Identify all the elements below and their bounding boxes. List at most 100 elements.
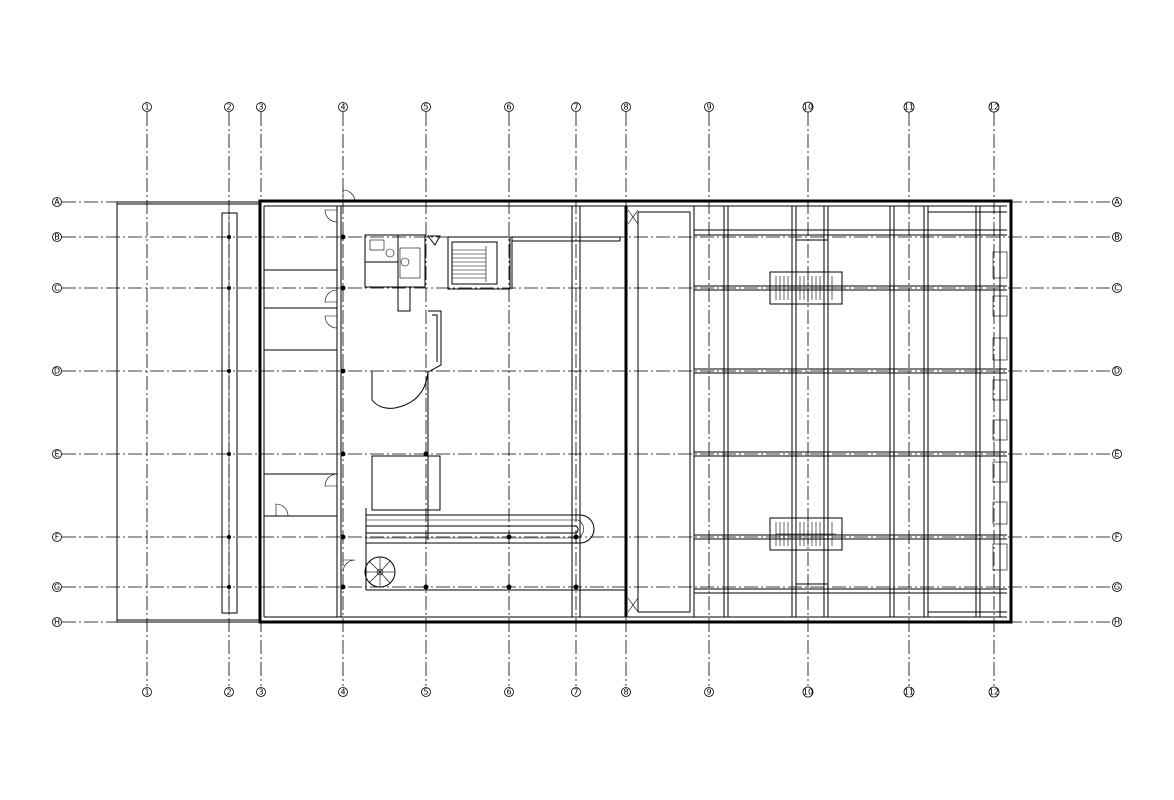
svg-text:H: H [54, 618, 60, 627]
central-hall-partitions [371, 236, 621, 540]
svg-text:9: 9 [706, 103, 711, 112]
grid-bubble-right-A: A [1112, 197, 1122, 207]
core-toilets [364, 234, 441, 312]
svg-text:10: 10 [803, 103, 813, 112]
grid-bubbles-top: 1 2 3 4 5 6 7 8 9 10 11 12 [142, 101, 1000, 113]
svg-text:8: 8 [623, 103, 628, 112]
grid-bubble-right-B: B [1112, 232, 1122, 242]
svg-text:7: 7 [573, 103, 578, 112]
west-service-rooms [263, 189, 356, 617]
spiral-stair [364, 556, 626, 591]
building-outline [116, 199, 1013, 624]
svg-text:G: G [54, 583, 60, 592]
grid-bubble-top-7: 7 [571, 102, 581, 112]
svg-text:G: G [1114, 583, 1120, 592]
grid-bubble-left-C: C [52, 283, 62, 293]
svg-text:10: 10 [803, 688, 813, 697]
svg-text:F: F [1115, 533, 1120, 542]
grid-bubble-top-11: 11 [903, 101, 915, 113]
grid-bubble-right-C: C [1112, 283, 1122, 293]
grid-bubble-bottom-4: 4 [338, 687, 348, 697]
svg-text:D: D [1114, 367, 1120, 376]
svg-text:1: 1 [144, 103, 149, 112]
ramp [365, 508, 595, 590]
grid-bubbles-right: A B C D E F G H [1112, 197, 1122, 627]
svg-text:3: 3 [258, 688, 263, 697]
svg-text:E: E [54, 450, 59, 459]
grid-bubble-left-F: F [52, 532, 62, 542]
grid-bubble-right-F: F [1112, 532, 1122, 542]
grid-bubble-right-H: H [1112, 617, 1122, 627]
grid-bubble-bottom-9: 9 [704, 687, 714, 697]
grid-bubble-bottom-7: 7 [571, 687, 581, 697]
grid-bubble-left-B: B [52, 232, 62, 242]
svg-text:B: B [54, 233, 60, 242]
grid-bubble-bottom-5: 5 [421, 687, 431, 697]
grid-bubble-bottom-12: 12 [988, 686, 1000, 698]
grid-bubble-bottom-3: 3 [256, 687, 266, 697]
east-stair-south [769, 517, 843, 585]
svg-text:B: B [1114, 233, 1120, 242]
svg-text:5: 5 [423, 103, 428, 112]
grid-bubble-top-2: 2 [224, 102, 234, 112]
svg-text:A: A [1114, 198, 1120, 207]
grid-bubble-top-6: 6 [504, 102, 514, 112]
svg-text:5: 5 [423, 688, 428, 697]
svg-text:12: 12 [989, 103, 999, 112]
grid-bubble-right-E: E [1112, 449, 1122, 459]
svg-text:4: 4 [340, 688, 345, 697]
svg-text:12: 12 [989, 688, 999, 697]
svg-text:C: C [1114, 284, 1120, 293]
svg-text:E: E [1114, 450, 1119, 459]
svg-text:8: 8 [623, 688, 628, 697]
grid-bubble-right-D: D [1112, 366, 1122, 376]
svg-text:6: 6 [506, 103, 511, 112]
grid-bubble-left-E: E [52, 449, 62, 459]
svg-text:D: D [54, 367, 60, 376]
east-facade-fins [992, 206, 1008, 617]
grid-bubbles-left: A B C D E F G H [52, 197, 62, 627]
columns [227, 234, 579, 590]
main-stair-north [447, 236, 511, 290]
grid-bubble-top-12: 12 [988, 101, 1000, 113]
east-gallery [693, 206, 1007, 617]
svg-text:C: C [54, 284, 60, 293]
svg-text:2: 2 [226, 103, 231, 112]
svg-text:3: 3 [258, 103, 263, 112]
svg-text:H: H [1114, 618, 1120, 627]
grid-bubbles-bottom: 1 2 3 4 5 6 7 8 9 10 11 12 [142, 686, 1000, 698]
grid-bubble-bottom-6: 6 [504, 687, 514, 697]
grid-bubble-top-3: 3 [256, 102, 266, 112]
gallery-structure [571, 206, 691, 617]
grid-bubble-left-H: H [52, 617, 62, 627]
svg-text:4: 4 [340, 103, 345, 112]
svg-text:F: F [55, 533, 60, 542]
grid-bubble-bottom-11: 11 [903, 686, 915, 698]
grid-bubble-bottom-8: 8 [621, 687, 631, 697]
grid-bubble-bottom-10: 10 [802, 686, 814, 698]
grid-bubble-top-9: 9 [704, 102, 714, 112]
grid-bubble-right-G: G [1112, 582, 1122, 592]
svg-text:11: 11 [904, 688, 914, 697]
east-stair-north [769, 239, 843, 305]
grid-bubble-left-A: A [52, 197, 62, 207]
grid-bubble-bottom-2: 2 [224, 687, 234, 697]
grid-bubble-left-G: G [52, 582, 62, 592]
grid-bubble-top-5: 5 [421, 102, 431, 112]
grid-bubble-top-10: 10 [802, 101, 814, 113]
svg-text:7: 7 [573, 688, 578, 697]
svg-text:A: A [54, 198, 60, 207]
svg-text:6: 6 [506, 688, 511, 697]
grid-bubble-top-8: 8 [621, 102, 631, 112]
svg-text:11: 11 [904, 103, 914, 112]
svg-text:9: 9 [706, 688, 711, 697]
grid-lines [62, 112, 1112, 686]
svg-text:1: 1 [144, 688, 149, 697]
grid-bubble-bottom-1: 1 [142, 687, 152, 697]
grid-bubble-top-4: 4 [338, 102, 348, 112]
svg-text:2: 2 [226, 688, 231, 697]
grid-bubble-top-1: 1 [142, 102, 152, 112]
west-canopy-beam [221, 212, 238, 614]
grid-bubble-left-D: D [52, 366, 62, 376]
